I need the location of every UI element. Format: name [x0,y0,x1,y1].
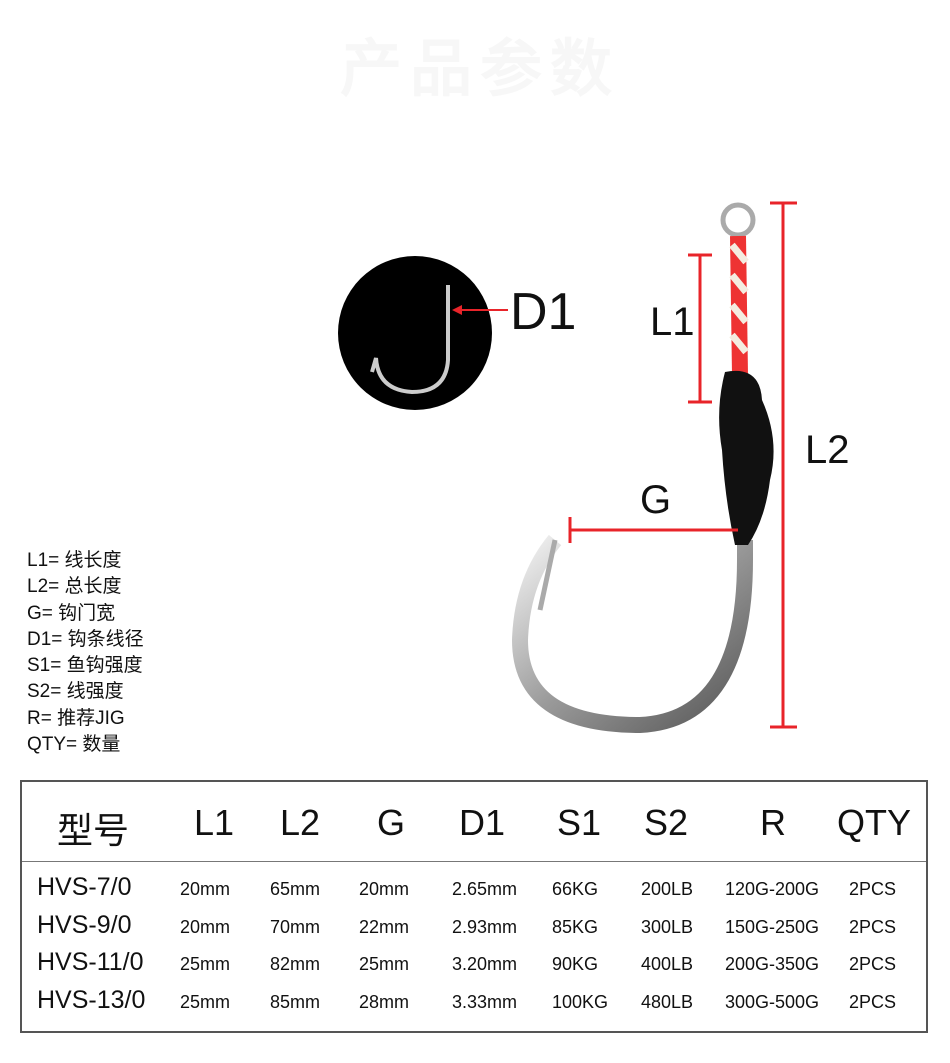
table-cell: 300G-500G [725,991,820,1012]
spec-table: 型号 L1 L2 G D1 S1 S2 R QTY HVS-7/0 20mm 65mm 20mm 2.6… [20,780,928,1033]
table-cell: 28mm [359,991,410,1012]
table-cell: 480LB [641,991,694,1012]
table-row: HVS-13/0 25mm 85mm 28mm 3.33mm 100KG 480LB 300G… [22,984,926,1022]
table-row: HVS-11/0 25mm 82mm 25mm 3.20mm 90KG 400LB 200G-… [22,946,926,984]
table-cell: 2PCS [849,954,897,974]
column-header: 型号 [57,810,130,851]
column-header: QTY [837,802,912,843]
table-cell: 2PCS [849,991,897,1012]
l1-label: L1 [650,300,695,344]
table-header: 型号 L1 L2 G D1 S1 S2 R QTY [22,782,926,862]
column-header: S2 [644,802,689,843]
column-header: R [760,802,786,843]
table-cell: 22mm [359,916,410,937]
table-cell: 120G-200G [725,879,820,899]
legend-item: QTY= 数量 [27,734,121,756]
legend-item: L1= 线长度 [27,550,122,571]
table-cell: 65mm [270,879,321,899]
table-cell: 25mm [359,954,410,974]
table-cell: 66KG [552,879,599,899]
table-cell: 150G-250G [725,916,820,937]
table-cell: 2.65mm [452,879,518,899]
table-cell: 90KG [552,954,599,974]
legend-item: S2= 线强度 [27,681,124,703]
page-title: 产品参数 [340,32,621,105]
table-cell: 82mm [270,954,321,974]
table-cell: 20mm [180,879,231,899]
legend: L1= 线长度 L2= 总长度 G= 钩门宽 D1= 钩条线径 S1= 鱼钩强度… [27,548,144,758]
table-cell: 25mm [180,991,231,1012]
table-cell: 20mm [359,879,410,899]
column-header: G [377,802,406,843]
legend-item: L2= 总长度 [27,576,122,598]
table-cell: HVS-7/0 [37,873,132,901]
table-cell: 3.33mm [452,991,518,1012]
column-header: L1 [194,802,235,843]
column-header: S1 [557,802,602,843]
table-cell: HVS-13/0 [37,985,146,1014]
column-header: D1 [459,802,506,843]
table-row: HVS-7/0 20mm 65mm 20mm 2.65mm 66KG 200LB 120G-2… [22,871,926,909]
legend-item: R= 推荐JIG [27,707,125,729]
d1-label: D1 [510,283,577,341]
table-cell: 70mm [270,916,321,937]
table-cell: 2.93mm [452,916,518,937]
dimension-lines [568,201,797,729]
legend-item: D1= 钩条线径 [27,628,144,650]
table-cell: 3.20mm [452,954,518,974]
table-cell: 2PCS [849,916,897,937]
table-cell: 300LB [641,916,694,937]
table-cell: 200LB [641,879,694,899]
hook-diagram [338,201,797,734]
table-cell: 400LB [641,954,694,974]
table-cell: 85KG [552,916,599,937]
table-cell: 100KG [552,991,609,1012]
column-header: L2 [280,802,321,843]
table-cell: 2PCS [849,879,897,899]
table-cell: HVS-9/0 [37,910,132,939]
table-cell: 85mm [270,991,321,1012]
d1-detail-circle [338,256,508,410]
table-cell: 200G-350G [725,954,820,974]
table-cell: HVS-11/0 [37,948,144,976]
table-cell: 25mm [180,954,231,974]
legend-item: S1= 鱼钩强度 [27,655,143,677]
assist-hook [511,202,774,734]
g-label: G [640,478,672,522]
table-row: HVS-9/0 20mm 70mm 22mm 2.93mm 85KG 300LB 150G-2… [22,909,926,947]
l2-label: L2 [805,428,850,472]
legend-item: G= 钩门宽 [27,602,116,624]
table-cell: 20mm [180,916,231,937]
